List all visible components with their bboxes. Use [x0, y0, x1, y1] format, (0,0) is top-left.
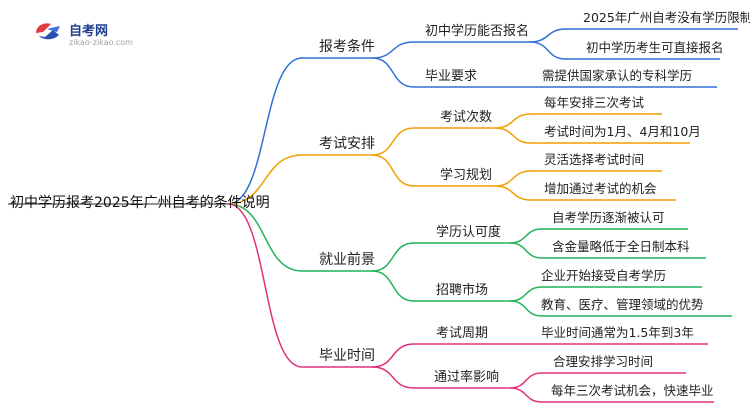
leaf-label: 自考学历逐渐被认可 [552, 210, 665, 225]
node-label: 考试次数 [440, 110, 493, 125]
leaf-label: 每年安排三次考试 [544, 95, 645, 110]
root-topic: 初中学历报考2025年广州自考的条件说明 [10, 195, 270, 211]
leaf-label: 初中学历考生可直接报名 [586, 40, 724, 55]
leaf-label: 教育、医疗、管理领域的优势 [541, 297, 704, 312]
leaf-label: 合理安排学习时间 [553, 354, 654, 369]
site-logo: 自考网 zikao-zikao.com [33, 14, 143, 50]
leaf-label: 毕业时间通常为1.5年到3年 [541, 325, 694, 340]
graduation-cap-icon [36, 23, 60, 40]
node-label: 毕业要求 [425, 69, 478, 84]
node-label: 考试周期 [436, 326, 489, 341]
node-label: 学历认可度 [436, 225, 502, 240]
node-label: 学习规划 [440, 168, 493, 183]
branch-lines-kaoshi [227, 113, 690, 205]
branch-label-biye: 毕业时间 [319, 348, 375, 364]
leaf-label: 每年三次考试机会，快速毕业 [551, 383, 714, 398]
branch-lines-baokao [227, 28, 738, 205]
branch-lines-jiuye [227, 203, 732, 317]
node-label: 通过率影响 [434, 370, 500, 385]
node-label: 初中学历能否报名 [425, 24, 530, 39]
branch-lines-biye [227, 203, 714, 403]
leaf-label: 灵活选择考试时间 [544, 152, 645, 167]
leaf-label: 2025年广州自考没有学历限制 [583, 10, 750, 25]
logo-title: 自考网 [69, 24, 109, 39]
branch-label-jiuye: 就业前景 [319, 252, 375, 268]
leaf-label: 需提供国家承认的专科学历 [542, 68, 693, 83]
logo-subtitle: zikao-zikao.com [69, 38, 133, 47]
node-label: 招聘市场 [436, 283, 489, 298]
branch-label-baokao: 报考条件 [319, 39, 375, 55]
leaf-label: 含金量略低于全日制本科 [552, 239, 690, 254]
leaf-label: 增加通过考试的机会 [544, 181, 657, 196]
leaf-label: 考试时间为1月、4月和10月 [544, 124, 701, 139]
leaf-label: 企业开始接受自考学历 [541, 268, 667, 283]
branch-label-kaoshi: 考试安排 [319, 136, 375, 152]
